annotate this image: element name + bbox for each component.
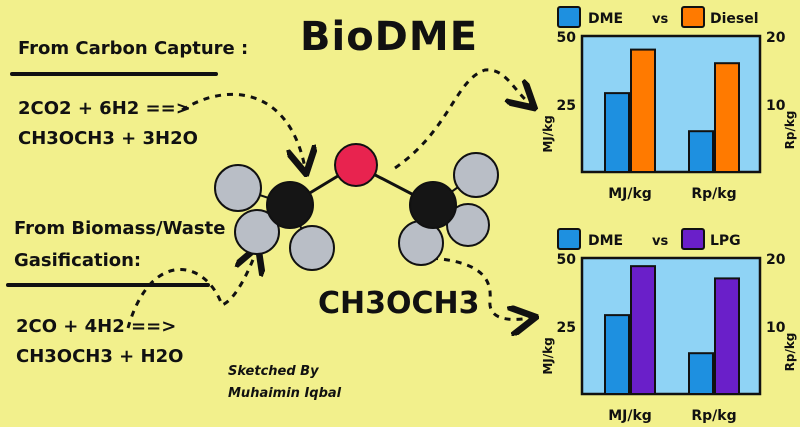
right-axis-label: Rp/kg (783, 111, 797, 150)
right-tick-10: 10 (766, 98, 786, 114)
x-tick-label-1: Rp/kg (691, 186, 736, 202)
biomass-underline (6, 283, 210, 287)
legend-label-dme: DME (588, 11, 623, 27)
credit-line2: Muhaimin Iqbal (228, 386, 342, 401)
x-tick-label-0: MJ/kg (608, 186, 652, 202)
legend-label-dme: DME (588, 233, 623, 249)
biomass-heading-line2: Gasification: (14, 250, 142, 271)
bar-diesel-mj-kg (630, 48, 656, 173)
carbon-capture-equation-line1: 2CO2 + 6H2 ==> (18, 98, 191, 119)
arrow-carbon-to-molecule (181, 92, 305, 168)
right-tick-20: 20 (766, 30, 786, 46)
right-axis-label: Rp/kg (783, 333, 797, 372)
left-tick-50: 50 (557, 30, 577, 46)
bar-lpg-mj-kg (630, 265, 656, 395)
left-axis-label: MJ/kg (541, 337, 555, 374)
biomass-heading-line1: From Biomass/Waste (14, 218, 226, 239)
right-tick-10: 10 (766, 320, 786, 336)
legend-swatch-dme (557, 6, 581, 28)
page-title: BioDME (300, 14, 479, 60)
credit-line1: Sketched By (228, 364, 319, 379)
bar-dme-mj-kg (604, 314, 630, 395)
hydrogen-atoms (214, 152, 499, 271)
left-tick-25: 25 (557, 98, 576, 114)
carbon-atom-left (266, 181, 314, 229)
carbon-capture-heading: From Carbon Capture : (18, 38, 249, 59)
bar-lpg-rp-kg (714, 277, 740, 395)
legend-label-lpg: LPG (710, 233, 741, 249)
bar-dme-mj-kg (604, 92, 630, 173)
molecule-formula: CH3OCH3 (318, 286, 480, 321)
bar-dme-rp-kg (688, 130, 714, 173)
carbon-capture-equation-line2: CH3OCH3 + 3H2O (18, 128, 198, 149)
arrow-molecule-to-lpg-chart (431, 256, 530, 319)
bar-diesel-rp-kg (714, 62, 740, 174)
carbon-atom-right (409, 181, 457, 229)
legend-swatch-diesel (681, 6, 705, 28)
x-tick-label-1: Rp/kg (691, 408, 736, 424)
left-tick-50: 50 (557, 252, 577, 268)
biomass-equation-line1: 2CO + 4H2 ==> (16, 316, 177, 337)
x-tick-label-0: MJ/kg (608, 408, 652, 424)
legend-swatch-dme (557, 228, 581, 250)
right-tick-20: 20 (766, 252, 786, 268)
left-axis-label: MJ/kg (541, 115, 555, 152)
oxygen-atom (334, 143, 378, 187)
arrow-molecule-to-diesel-chart (394, 68, 530, 170)
legend-swatch-lpg (681, 228, 705, 250)
biomass-equation-line2: CH3OCH3 + H2O (16, 346, 184, 367)
legend-vs: vs (652, 12, 668, 27)
carbon-capture-underline (10, 72, 218, 76)
legend-label-diesel: Diesel (710, 11, 759, 27)
left-tick-25: 25 (557, 320, 576, 336)
bar-dme-rp-kg (688, 352, 714, 395)
arrow-biomass-to-molecule (126, 252, 256, 329)
legend-vs: vs (652, 234, 668, 249)
